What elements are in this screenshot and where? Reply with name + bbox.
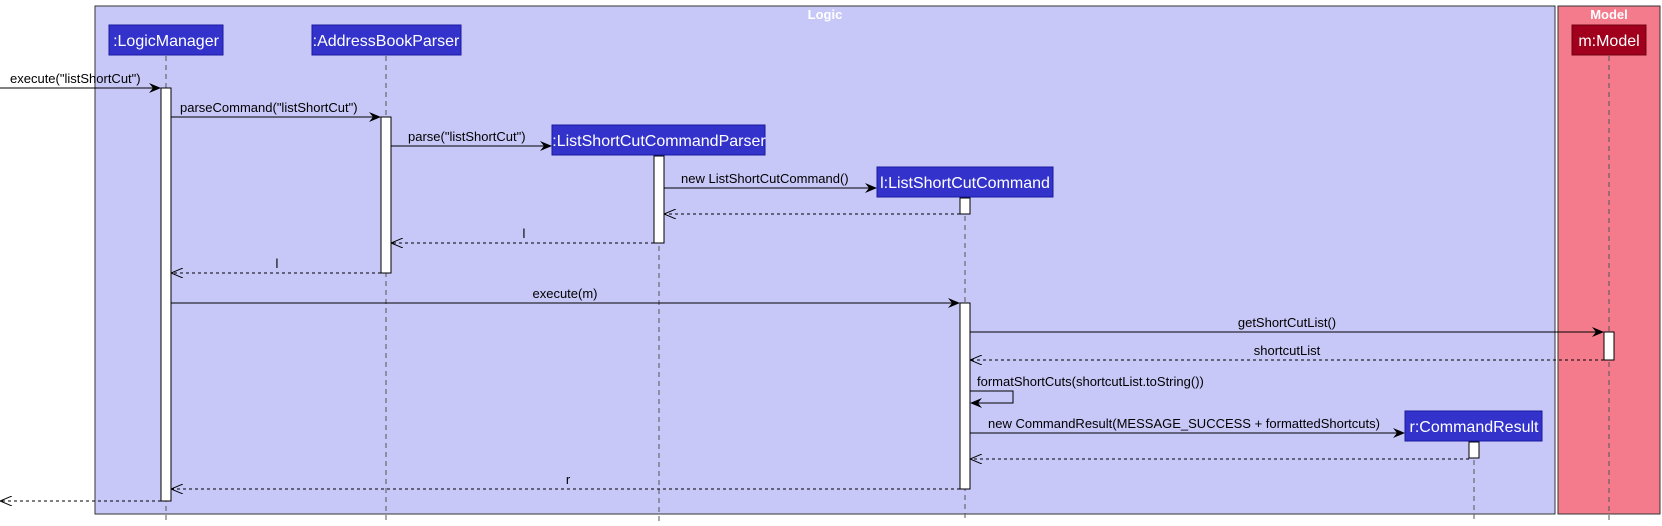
activation-command-result (1468, 441, 1480, 459)
activation-list-short-cut-command-parser (653, 155, 665, 244)
participant-logic-manager (108, 24, 224, 56)
activation-list-short-cut-command-execute (959, 302, 971, 490)
logic-frame (94, 5, 1556, 515)
participant-logic-manager-label: :LogicManager (113, 33, 220, 50)
model-frame-title: Model (1590, 7, 1628, 22)
participant-list-short-cut-command-parser (551, 124, 766, 156)
message-label-return-l-manager: l (276, 256, 279, 271)
participant-command-result-label: r:CommandResult (1410, 419, 1539, 436)
message-label-new-command-result: new CommandResult(MESSAGE_SUCCESS + form… (988, 416, 1380, 431)
message-label-format-short-cuts: formatShortCuts(shortcutList.toString()) (977, 374, 1204, 389)
participant-address-book-parser (311, 24, 462, 56)
message-label-return-shortcut-list: shortcutList (1254, 343, 1321, 358)
participant-list-short-cut-command-label: l:ListShortCutCommand (880, 175, 1050, 192)
message-label-parse-command: parseCommand("listShortCut") (180, 100, 358, 115)
message-label-return-l-parser: l (523, 226, 526, 241)
message-label-return-r: r (566, 472, 571, 487)
participant-command-result (1404, 410, 1543, 442)
activation-list-short-cut-command-construct (959, 197, 971, 215)
message-label-new-list-short-cut-command: new ListShortCutCommand() (681, 171, 849, 186)
message-label-execute-m: execute(m) (532, 286, 597, 301)
logic-frame-title: Logic (808, 7, 843, 22)
activation-model (1603, 331, 1615, 361)
participant-address-book-parser-label: :AddressBookParser (313, 33, 460, 50)
participant-list-short-cut-command-parser-label: :ListShortCutCommandParser (552, 133, 766, 150)
message-label-execute-list-short-cut: execute("listShortCut") (10, 71, 141, 86)
activation-address-book-parser (380, 116, 392, 274)
activation-logic-manager (160, 87, 172, 502)
message-label-get-short-cut-list: getShortCutList() (1238, 315, 1336, 330)
participant-list-short-cut-command (876, 166, 1054, 198)
message-arrow-format-short-cuts (970, 390, 1014, 408)
participant-model-label: m:Model (1578, 33, 1639, 50)
message-label-parse: parse("listShortCut") (408, 129, 526, 144)
participant-model (1571, 24, 1647, 56)
